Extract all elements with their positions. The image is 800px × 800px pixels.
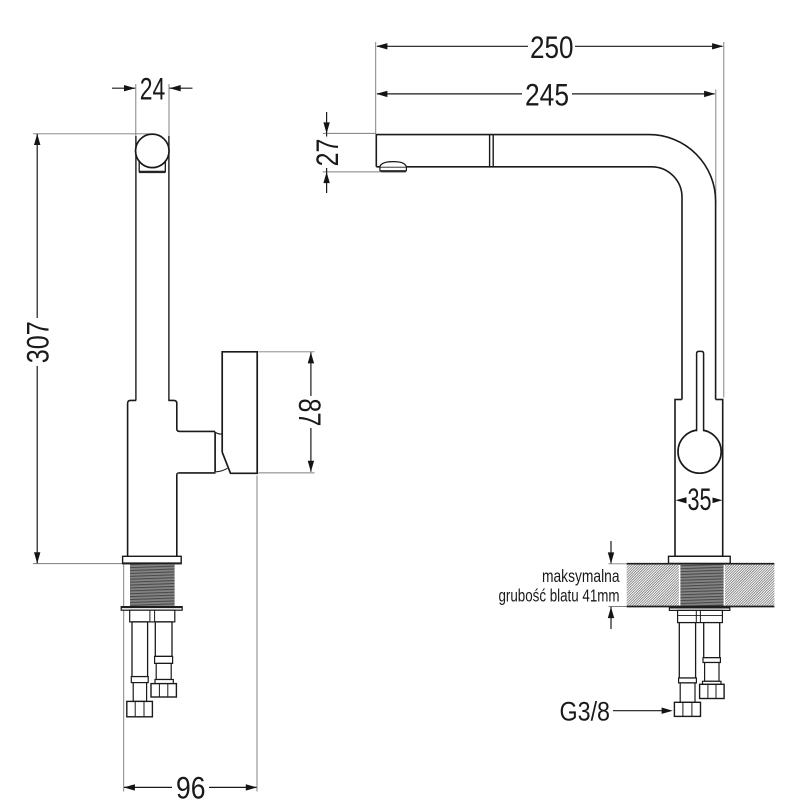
svg-text:250: 250 bbox=[530, 29, 574, 65]
svg-text:G3/8: G3/8 bbox=[560, 696, 611, 726]
svg-text:24: 24 bbox=[140, 71, 166, 107]
svg-text:grubość blatu 41mm: grubość blatu 41mm bbox=[499, 585, 620, 605]
svg-text:96: 96 bbox=[176, 769, 206, 800]
svg-text:245: 245 bbox=[525, 77, 569, 113]
svg-text:35: 35 bbox=[688, 481, 712, 517]
svg-text:maksymalna: maksymalna bbox=[542, 566, 620, 586]
svg-text:27: 27 bbox=[309, 139, 345, 167]
svg-text:307: 307 bbox=[20, 321, 56, 363]
svg-text:87: 87 bbox=[292, 398, 328, 426]
